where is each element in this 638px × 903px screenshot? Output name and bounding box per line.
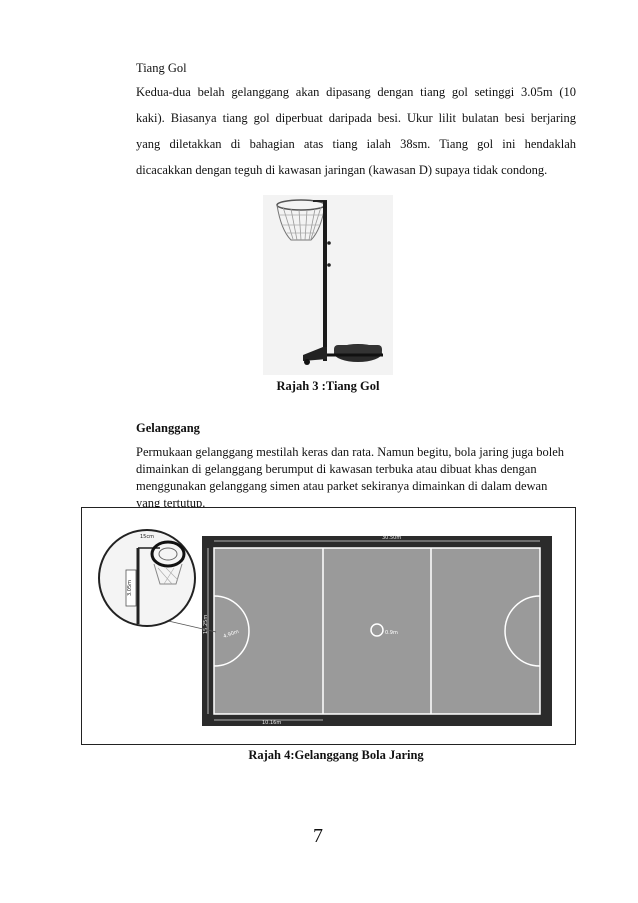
court-width-label: 15.25m xyxy=(203,615,209,634)
paragraph-line: Permukaan gelanggang mestilah keras dan … xyxy=(136,445,564,459)
ring-size-label: 15cm xyxy=(140,534,154,540)
netball-court-figure: 30.50m 15.25m 10.16m 0.9m 4.90m 15cm 3.0… xyxy=(81,507,576,745)
page-number: 7 xyxy=(313,825,323,847)
paragraph-line: dicacakkan dengan teguh di kawasan jarin… xyxy=(136,163,548,177)
paragraph-line: menggunakan gelanggang simen atau parket… xyxy=(136,479,548,493)
court-length-label: 30.50m xyxy=(382,535,401,541)
centre-circle-label: 0.9m xyxy=(385,630,398,636)
paragraph-line: yang tertutup. xyxy=(136,496,206,510)
paragraph-line: dimainkan di gelanggang berumput di kawa… xyxy=(136,462,537,476)
section-heading-gelanggang: Gelanggang xyxy=(136,421,200,435)
paragraph-line: kaki). Biasanya tiang gol diperbuat dari… xyxy=(136,111,576,125)
post-height-label: 3.05m xyxy=(127,580,133,596)
paragraph-line: yang diletakkan di bahagian atas tiang i… xyxy=(136,137,576,151)
court-diagram: 30.50m 15.25m 10.16m 0.9m 4.90m 15cm 3.0… xyxy=(98,529,552,726)
paragraph-line: Kedua-dua belah gelanggang akan dipasang… xyxy=(136,85,576,99)
paragraph-tiang-gol: Kedua-dua belah gelanggang akan dipasang… xyxy=(136,79,576,183)
goal-circle-label: 4.90m xyxy=(223,629,240,640)
court-third-label: 10.16m xyxy=(262,720,281,726)
paragraph-gelanggang: Permukaan gelanggang mestilah keras dan … xyxy=(136,444,586,512)
figure-caption-4: Rajah 4:Gelanggang Bola Jaring xyxy=(248,748,424,762)
goal-post-image xyxy=(263,195,393,375)
goal-post-illustration xyxy=(263,195,393,375)
figure-caption-3: Rajah 3 :Tiang Gol xyxy=(276,379,380,393)
section-heading-tiang-gol: Tiang Gol xyxy=(136,61,187,75)
